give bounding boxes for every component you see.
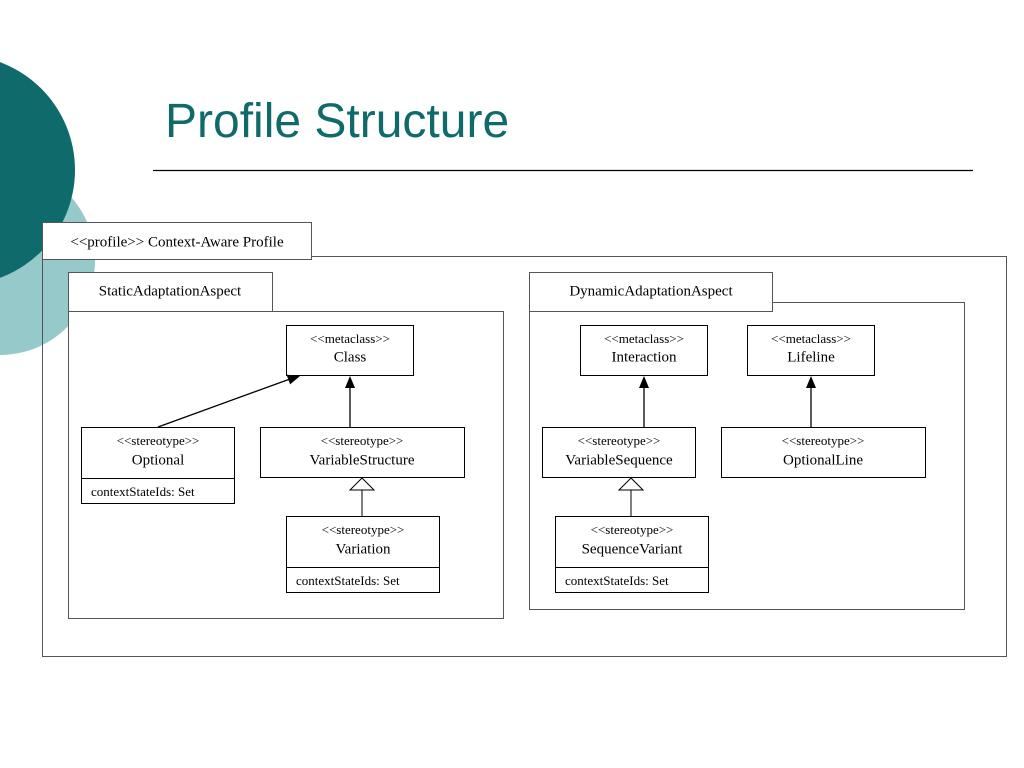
variable-sequence-stereotype: <<stereotype>>: [578, 433, 661, 448]
stereotype-variable-sequence: <<stereotype>> VariableSequence: [542, 427, 696, 478]
slide-title: Profile Structure: [165, 95, 510, 148]
extension-optional-line-to-lifeline: [806, 376, 816, 427]
extension-variable-sequence-to-interaction: [639, 376, 649, 427]
profile-label: <<profile>> Context-Aware Profile: [70, 234, 284, 250]
profile-package-body: [42, 256, 1007, 657]
variable-sequence-name: VariableSequence: [565, 452, 673, 468]
sequence-variant-attribute: contextStateIds: Set: [565, 573, 669, 588]
optional-line-box: [721, 427, 926, 478]
variable-structure-box: [260, 427, 465, 478]
extension-optional-to-class: [157, 374, 300, 428]
dynamic-package-name: DynamicAdaptationAspect: [569, 283, 733, 299]
generalization-sequence-variant-to-variable-sequence: [617, 477, 645, 516]
dynamic-package-tab: [529, 272, 773, 312]
profile-package: <<profile>> Context-Aware Profile: [42, 222, 1007, 657]
optional-stereotype: <<stereotype>>: [117, 433, 200, 448]
arrowhead-hollow-triangle: [348, 477, 376, 491]
profile-package-tab: [42, 222, 312, 260]
lifeline-box: [747, 325, 875, 376]
stereotype-variable-structure: <<stereotype>> VariableStructure: [260, 427, 465, 478]
static-package-name: StaticAdaptationAspect: [99, 283, 242, 299]
interaction-stereotype: <<metaclass>>: [604, 331, 684, 346]
optional-line-stereotype: <<stereotype>>: [782, 433, 865, 448]
lifeline-name: Lifeline: [787, 349, 835, 365]
arrowhead-filled: [345, 376, 355, 388]
sequence-variant-box: [555, 516, 709, 593]
optional-attribute: contextStateIds: Set: [91, 484, 195, 499]
variable-sequence-box: [542, 427, 696, 478]
extension-variable-structure-to-class: [345, 376, 355, 427]
arrowhead-hollow-triangle: [617, 477, 645, 491]
variation-stereotype: <<stereotype>>: [322, 522, 405, 537]
arrowhead-filled: [286, 374, 300, 385]
variation-box: [286, 516, 440, 593]
interaction-box: [580, 325, 708, 376]
sequence-variant-name: SequenceVariant: [582, 541, 684, 557]
interaction-name: Interaction: [612, 349, 677, 365]
extension-line: [157, 378, 291, 428]
stereotype-sequence-variant: <<stereotype>> SequenceVariant contextSt…: [555, 516, 709, 593]
sequence-variant-stereotype: <<stereotype>>: [591, 522, 674, 537]
static-package-tab: [68, 272, 273, 312]
stereotype-optional-line: <<stereotype>> OptionalLine: [721, 427, 926, 478]
metaclass-lifeline: <<metaclass>> Lifeline: [747, 325, 875, 376]
arrowhead-filled: [639, 376, 649, 388]
arrowhead-filled: [806, 376, 816, 388]
metaclass-class: <<metaclass>> Class: [286, 325, 414, 376]
variation-attribute: contextStateIds: Set: [296, 573, 400, 588]
class-name: Class: [334, 349, 367, 365]
variable-structure-name: VariableStructure: [310, 452, 415, 468]
optional-name: Optional: [132, 452, 185, 468]
optional-line-name: OptionalLine: [783, 452, 863, 468]
generalization-variation-to-variable-structure: [348, 477, 376, 516]
metaclass-class-box: [286, 325, 414, 376]
stereotype-variation: <<stereotype>> Variation contextStateIds…: [286, 516, 440, 593]
class-stereotype: <<metaclass>>: [310, 331, 390, 346]
metaclass-interaction: <<metaclass>> Interaction: [580, 325, 708, 376]
variable-structure-stereotype: <<stereotype>>: [321, 433, 404, 448]
stereotype-optional: <<stereotype>> Optional contextStateIds:…: [81, 427, 235, 504]
lifeline-stereotype: <<metaclass>>: [771, 331, 851, 346]
optional-box: [81, 427, 235, 504]
variation-name: Variation: [336, 541, 391, 557]
